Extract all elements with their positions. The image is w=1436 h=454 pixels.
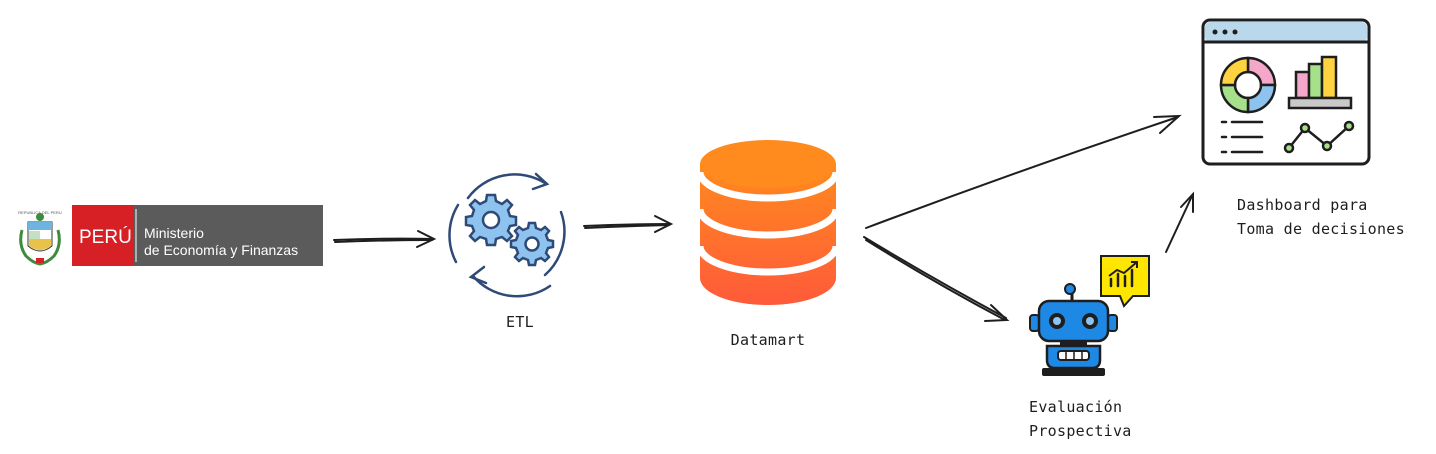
arrow-evaluation-dashboard	[1165, 191, 1194, 253]
logo-red-panel	[72, 205, 134, 266]
logo-ministry-line2: de Economía y Finanzas	[144, 242, 298, 258]
gears-cycle-icon	[448, 172, 566, 298]
arrow-etl-datamart	[583, 215, 674, 233]
database-icon	[696, 140, 840, 305]
evaluation-label-line1: Evaluación	[1029, 398, 1122, 416]
mef-logo: REPUBLICA DEL PERU PERÚ Ministerio de Ec…	[18, 205, 323, 266]
datamart-label: Datamart	[731, 331, 806, 349]
logo-gray-panel	[134, 205, 323, 266]
etl-label: ETL	[506, 313, 534, 331]
chart-bubble-icon	[1100, 255, 1150, 308]
robot-chart-icon	[1029, 255, 1150, 376]
dashboard-label-line1: Dashboard para	[1237, 196, 1368, 214]
list-lines-icon	[1220, 120, 1264, 154]
etl-node: ETL	[448, 172, 566, 331]
logo-country: PERÚ	[79, 226, 132, 248]
logo-ministry-line1: Ministerio	[144, 225, 204, 241]
dashboard-icon	[1201, 18, 1371, 166]
peru-coat-of-arms-icon: REPUBLICA DEL PERU	[18, 210, 62, 266]
dashboard-label-line2: Toma de decisiones	[1237, 220, 1405, 238]
arrow-datamart-evaluation	[863, 236, 1010, 322]
bar-chart-icon	[1287, 55, 1353, 110]
dashboard-node: Dashboard para Toma de decisiones	[1201, 18, 1405, 238]
evaluation-node: Evaluación Prospectiva	[1029, 255, 1150, 440]
arrow-logo-etl	[333, 230, 437, 248]
seal-text: REPUBLICA DEL PERU	[18, 210, 62, 215]
arrow-datamart-dashboard	[865, 114, 1182, 229]
evaluation-label-line2: Prospectiva	[1029, 422, 1132, 440]
line-chart-icon	[1283, 120, 1355, 154]
donut-chart-icon	[1219, 56, 1277, 114]
datamart-node: Datamart	[696, 140, 840, 349]
